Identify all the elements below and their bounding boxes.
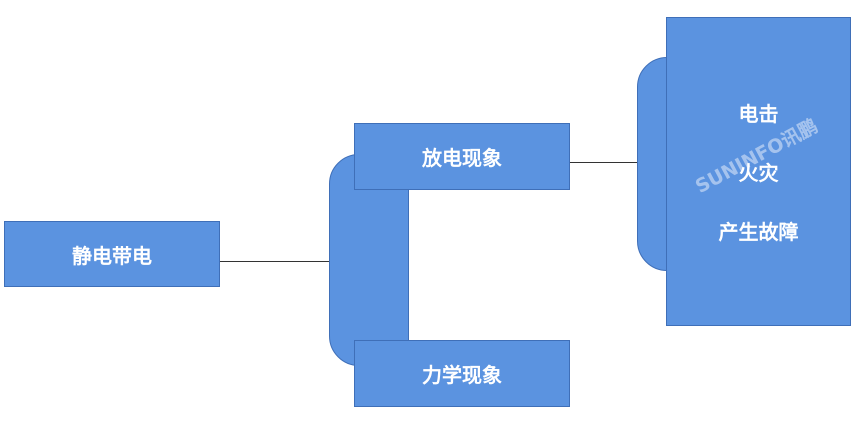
node-mechanical-phenomenon: 力学现象	[354, 340, 570, 407]
node-label: 放电现象	[422, 146, 502, 170]
node-static-electrification: 静电带电	[4, 221, 220, 287]
effect-item: 产生故障	[718, 220, 799, 244]
node-label: 力学现象	[422, 363, 502, 387]
connector-root-to-bracket	[220, 261, 329, 262]
node-effects: 电击 火灾 产生故障	[666, 17, 851, 326]
effect-item: 电击	[738, 102, 779, 126]
connector-discharge-to-effects	[570, 162, 637, 163]
node-label: 静电带电	[72, 243, 152, 268]
effect-item: 火灾	[738, 161, 779, 185]
node-discharge-phenomenon: 放电现象	[354, 123, 570, 190]
